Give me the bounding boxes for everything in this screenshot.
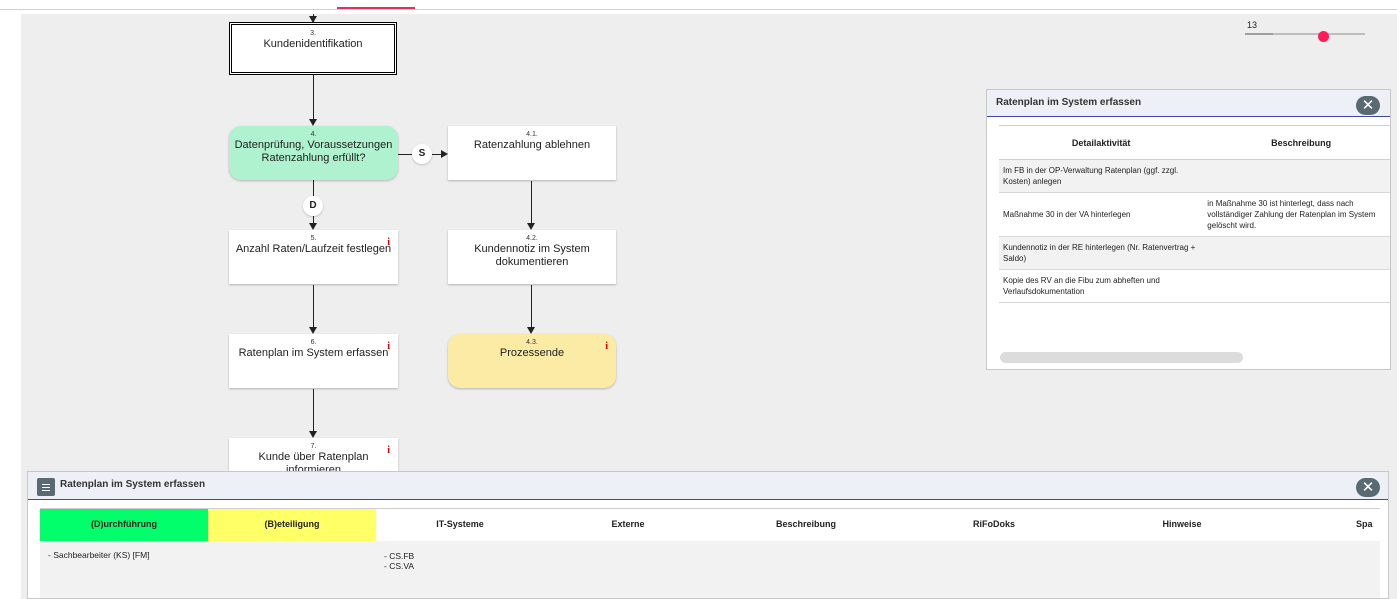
step-number: 3. [310,30,316,37]
column-header-detailaktivitaet[interactable]: Detailaktivität [999,125,1204,160]
step-number: 4.2. [526,235,538,242]
activity-cell: Kundennotiz in der RE hinterlegen (Nr. R… [999,236,1204,270]
column-header-beschreibung[interactable]: Beschreibung [1203,125,1390,160]
arrow-head [309,16,317,23]
arrow-head [309,431,317,438]
table-row[interactable]: Kopie des RV an die Fibu zum abheften un… [999,269,1390,303]
activity-cell: Kopie des RV an die Fibu zum abheften un… [999,269,1204,303]
table-row[interactable]: Im FB in der OP-Verwaltung Ratenplan (gg… [999,159,1390,193]
raci-body-row: - Sachbearbeiter (KS) [FM] - CS.FB - CS.… [40,541,1380,598]
column-header-beteiligung[interactable]: (B)eteiligung [208,509,376,541]
connector-6-7 [313,389,314,432]
panel-title: Ratenplan im System erfassen [996,97,1142,108]
close-icon[interactable]: ✕ [1356,478,1380,497]
it-system-entry: - CS.FB [384,551,415,561]
step-label: Anzahl Raten/Laufzeit festlegen [235,243,392,255]
close-icon[interactable]: ✕ [1356,96,1380,115]
panel-header: Ratenplan im System erfassen ✕ [28,472,1388,500]
step-label: Ratenzahlung ablehnen [473,139,591,151]
step-number: 4.3. [526,339,538,346]
panel-header: Ratenplan im System erfassen ✕ [987,90,1390,117]
zoom-slider-fill [1245,33,1273,35]
step-label: Ratenplan im System erfassen [238,347,389,359]
column-header-it-systeme[interactable]: IT-Systeme [436,519,484,529]
durchfuehrung-entry: - Sachbearbeiter (KS) [FM] [48,550,150,560]
description-cell: in Maßnahme 30 ist hinterlegt, dass nach… [1203,192,1390,237]
step-4-2-node[interactable]: 4.2. Kundennotiz im System dokumentieren [448,230,616,284]
step-details-panel: Ratenplan im System erfassen ✕ (D)urchfü… [27,471,1389,599]
arrow-head [527,327,535,334]
column-header-durchfuehrung[interactable]: (D)urchführung [40,509,208,541]
description-cell [1203,269,1390,303]
step-number: 4.1. [526,131,538,138]
clipboard-icon [37,478,55,496]
arrow-head [441,150,448,158]
column-header-hinweise[interactable]: Hinweise [1162,519,1202,529]
active-tab-indicator [337,7,415,9]
step-4-3-end-node[interactable]: 4.3. Prozessende i [448,334,616,388]
step-4-decision-node[interactable]: 4. Datenprüfung, Voraussetzungen Ratenza… [229,126,398,180]
top-divider [0,9,1397,10]
branch-d-marker: D [303,196,323,216]
step-label: Kundennotiz im System dokumentieren [474,243,590,268]
zoom-value: 13 [1247,20,1258,30]
connector-42-43 [531,285,532,328]
step-number: 4. [310,131,317,138]
column-header-spa[interactable]: Spa [1356,519,1373,529]
step-number: 7. [310,443,317,450]
info-icon[interactable]: i [387,237,390,248]
description-cell [1203,236,1390,270]
step-3-node[interactable]: 3. Kundenidentifikation [229,22,397,75]
column-header-beschreibung[interactable]: Beschreibung [775,519,836,529]
activity-cell: Im FB in der OP-Verwaltung Ratenplan (gg… [999,159,1204,193]
zoom-slider-track[interactable] [1245,33,1365,35]
arrow-head [309,327,317,334]
step-5-node[interactable]: 5. Anzahl Raten/Laufzeit festlegen i [229,230,398,284]
step-7-node[interactable]: 7. Kunde über Ratenplan informieren i [229,438,398,476]
step-number: 6. [310,339,317,346]
activity-cell: Maßnahme 30 in der VA hinterlegen [999,192,1204,237]
zoom-slider-thumb[interactable] [1318,31,1329,42]
step-label: Datenprüfung, Voraussetzungen Ratenzahlu… [234,139,393,164]
info-icon[interactable]: i [387,341,390,352]
detail-activity-table: Detailaktivität Beschreibung Im FB in de… [999,125,1390,303]
it-system-entry: - CS.VA [384,561,415,571]
column-header-rifodoks[interactable]: RiFoDoks [972,519,1015,529]
info-icon[interactable]: i [387,445,390,456]
step-label: Prozessende [499,347,565,359]
branch-s-marker: S [412,144,432,164]
step-label: Kundenidentifikation [263,38,363,50]
description-cell [1203,159,1390,193]
horizontal-scrollbar[interactable] [1000,352,1243,363]
connector-41-42 [531,181,532,224]
step-4-1-node[interactable]: 4.1. Ratenzahlung ablehnen [448,126,616,180]
detail-activity-panel: Ratenplan im System erfassen ✕ Detailakt… [986,89,1391,370]
table-row[interactable]: Maßnahme 30 in der VA hinterlegen in Maß… [999,192,1390,237]
panel-title: Ratenplan im System erfassen [60,479,206,490]
column-header-externe[interactable]: Externe [611,519,645,529]
arrow-head [309,223,317,230]
step-6-node[interactable]: 6. Ratenplan im System erfassen i [229,334,398,388]
step-number: 5. [310,235,317,242]
raci-header-row: (D)urchführung (B)eteiligung IT-Systeme … [40,508,1380,541]
connector-3-4 [313,75,314,121]
info-icon[interactable]: i [605,341,608,352]
connector-5-6 [313,285,314,328]
table-row[interactable]: Kundennotiz in der RE hinterlegen (Nr. R… [999,236,1390,270]
arrow-head [527,223,535,230]
arrow-head [309,119,317,126]
